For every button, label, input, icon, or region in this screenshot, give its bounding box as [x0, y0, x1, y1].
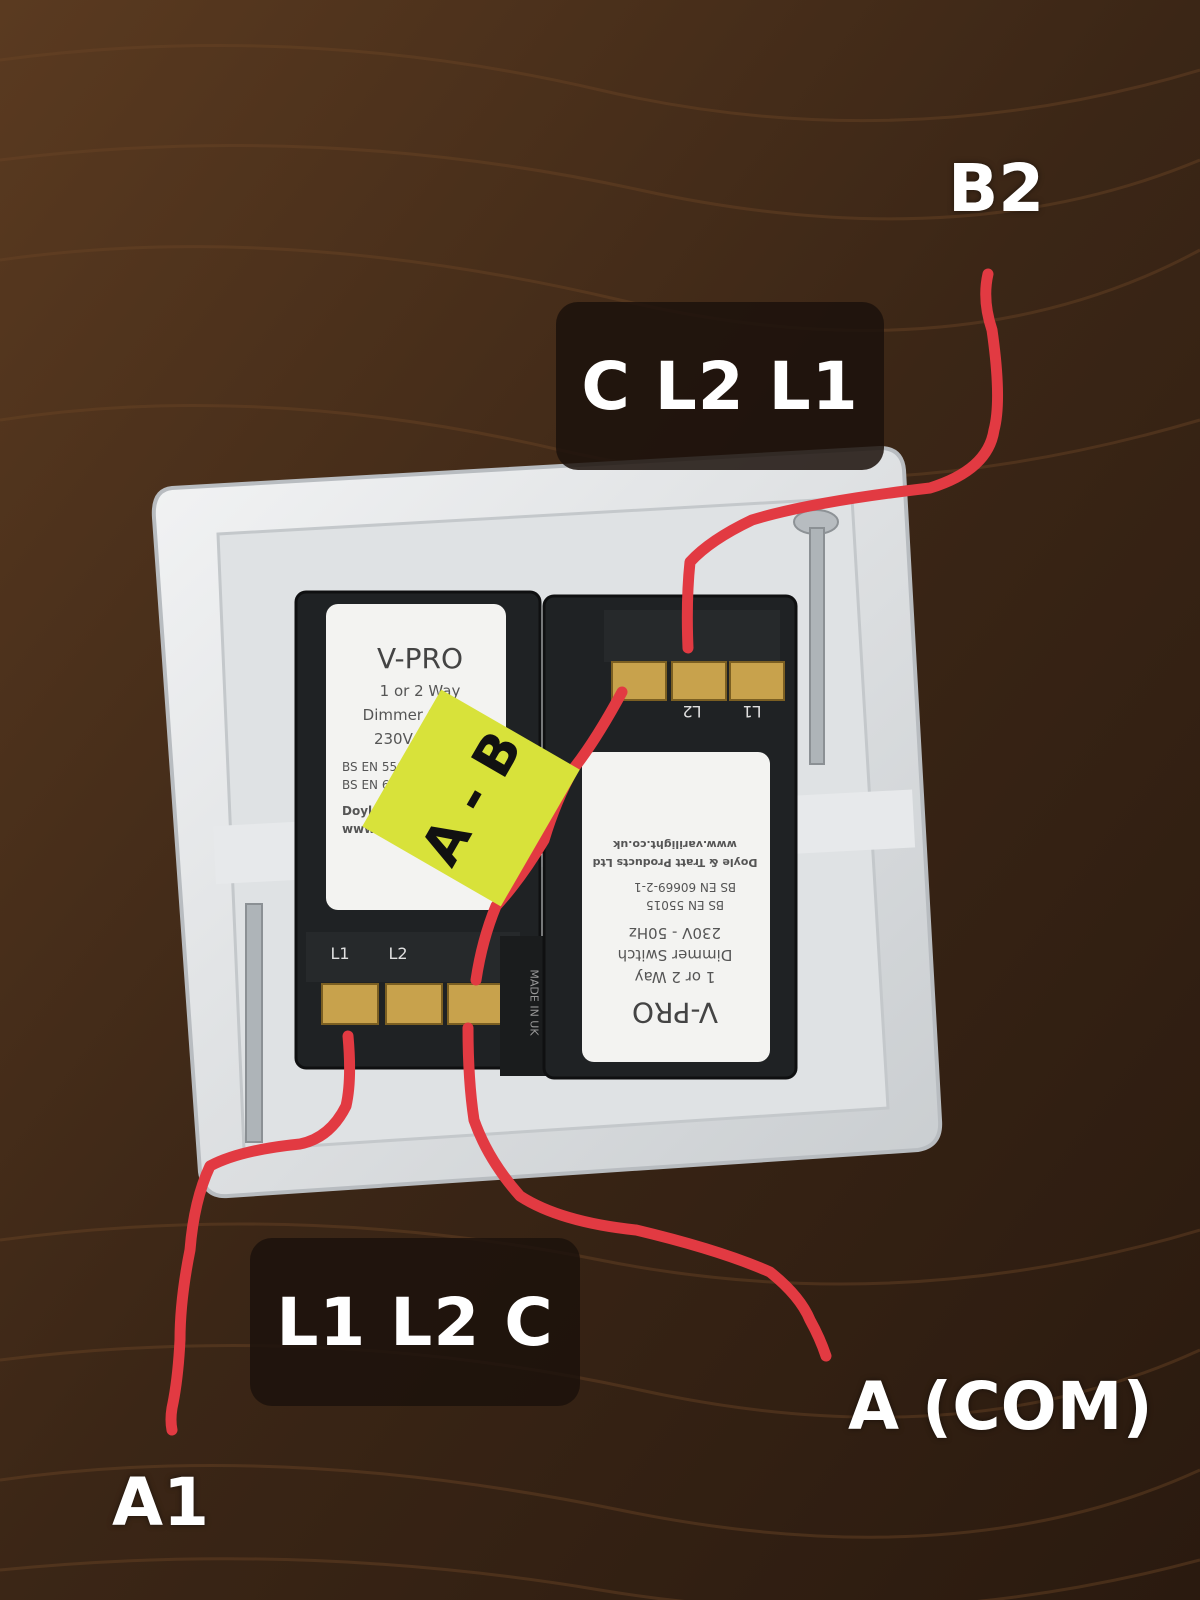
wire-label-b2: B2: [948, 150, 1045, 227]
module-left-terminal-l2: L2: [388, 944, 408, 963]
wire-a-com: [462, 1022, 832, 1362]
wood-grain: [0, 43, 1200, 1600]
wire-a-b: [470, 686, 628, 986]
module-right-line2: Dimmer Switch: [617, 946, 733, 964]
a-b-sticker-text: A - B: [407, 720, 535, 876]
callout-top-terminals: C L2 L1: [556, 302, 884, 470]
module-left-made-in: MADE IN UK: [527, 969, 541, 1036]
module-left-line1: 1 or 2 Way: [379, 682, 461, 700]
screw-right: [793, 509, 839, 765]
callout-bottom-text: L1 L2 C: [276, 1283, 554, 1361]
screw-left: [245, 903, 263, 1143]
module-right-web: www.varilight.co.uk: [613, 838, 737, 851]
wire-b2: [681, 268, 1004, 654]
red-wires: [165, 268, 1004, 1436]
module-right-std2: BS EN 60669-2-1: [634, 880, 736, 894]
module-right-line3: 230V - 50Hz: [628, 924, 722, 942]
module-right-line1: 1 or 2 Way: [634, 968, 716, 986]
module-left-brand: V-PRO: [377, 642, 463, 675]
callout-bottom-terminals: L1 L2 C: [250, 1238, 580, 1406]
module-right-terminal-l1: L1: [742, 702, 762, 721]
module-left-terminal-l1: L1: [330, 944, 350, 963]
callout-top-text: C L2 L1: [581, 347, 859, 425]
wire-a1: [165, 1030, 356, 1436]
module-right-brand: V-PRO: [632, 996, 718, 1029]
wire-label-a-com: A (COM): [848, 1368, 1153, 1445]
module-right-terminal-l2: L2: [682, 702, 702, 721]
module-right-maker: Doyle & Tratt Products Ltd: [592, 856, 758, 869]
module-right-std1: BS EN 55015: [646, 898, 724, 912]
wire-label-a1: A1: [112, 1464, 210, 1541]
